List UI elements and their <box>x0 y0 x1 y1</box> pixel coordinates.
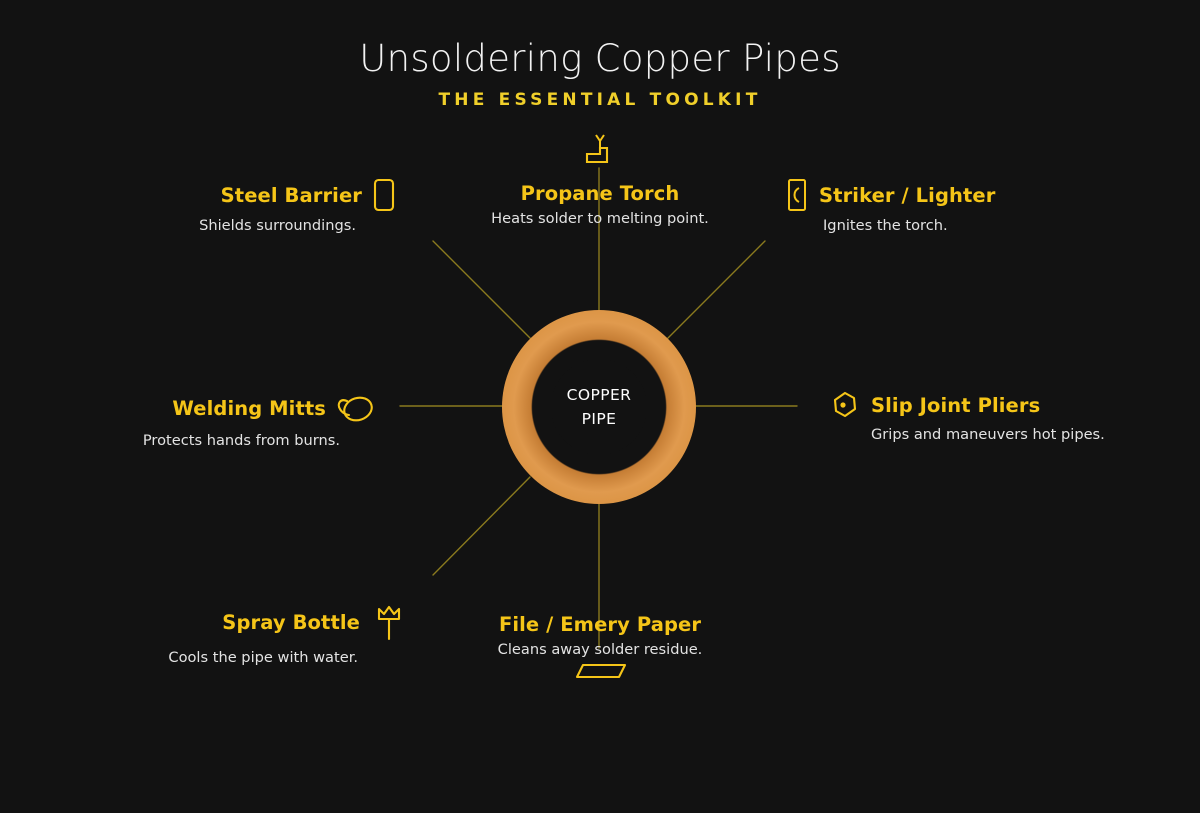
center-hub-inner: COPPER PIPE <box>551 359 647 455</box>
connector-steel-barrier <box>432 240 531 339</box>
node-slip-joint-pliers[interactable]: Slip Joint Pliers Grips and maneuvers ho… <box>830 390 1110 443</box>
node-steel-barrier-desc: Shields surroundings. <box>199 217 356 234</box>
node-striker-lighter-desc: Ignites the torch. <box>823 217 948 234</box>
striker-lighter-icon <box>786 178 808 212</box>
node-file-emery-paper-desc: Cleans away solder residue. <box>497 641 703 658</box>
center-hub-label-line2: PIPE <box>581 410 617 428</box>
connector-spray-bottle <box>432 476 531 576</box>
page-title: Unsoldering Copper Pipes <box>359 37 841 80</box>
page-subtitle: THE ESSENTIAL TOOLKIT <box>438 89 762 110</box>
node-striker-lighter[interactable]: Striker / Lighter Ignites the torch. <box>786 178 1046 234</box>
node-propane-torch[interactable]: Propane Torch Heats solder to melting po… <box>434 132 766 227</box>
node-propane-torch-title: Propane Torch <box>520 182 680 205</box>
header: Unsoldering Copper Pipes THE ESSENTIAL T… <box>0 37 1200 110</box>
center-hub-copper-pipe: COPPER PIPE <box>502 310 696 504</box>
node-spray-bottle[interactable]: Spray Bottle Cools the pipe with water. <box>166 601 404 666</box>
welding-mitt-icon <box>334 390 376 426</box>
node-welding-mitts-desc: Protects hands from burns. <box>142 432 340 449</box>
node-slip-joint-pliers-desc: Grips and maneuvers hot pipes. <box>871 426 1105 443</box>
node-welding-mitts[interactable]: Welding Mitts Protects hands from burns. <box>126 390 376 449</box>
node-steel-barrier[interactable]: Steel Barrier Shields surroundings. <box>196 178 396 234</box>
node-striker-lighter-title: Striker / Lighter <box>819 183 996 207</box>
node-slip-joint-pliers-title: Slip Joint Pliers <box>871 393 1041 417</box>
barrier-panel-icon <box>372 178 396 212</box>
node-propane-torch-desc: Heats solder to melting point. <box>491 210 709 227</box>
file-emery-paper-icon <box>567 660 633 682</box>
center-hub-label-line1: COPPER <box>566 385 632 404</box>
node-welding-mitts-title: Welding Mitts <box>172 396 326 420</box>
node-steel-barrier-title: Steel Barrier <box>220 183 362 207</box>
slip-joint-pliers-icon <box>830 390 860 420</box>
node-file-emery-paper-title: File / Emery Paper <box>498 613 702 636</box>
propane-torch-icon <box>577 132 623 176</box>
connector-striker <box>667 240 766 339</box>
node-file-emery-paper[interactable]: File / Emery Paper Cleans away solder re… <box>468 613 732 682</box>
node-spray-bottle-title: Spray Bottle <box>222 610 360 634</box>
node-spray-bottle-desc: Cools the pipe with water. <box>168 649 358 666</box>
spray-bottle-icon <box>374 601 404 643</box>
